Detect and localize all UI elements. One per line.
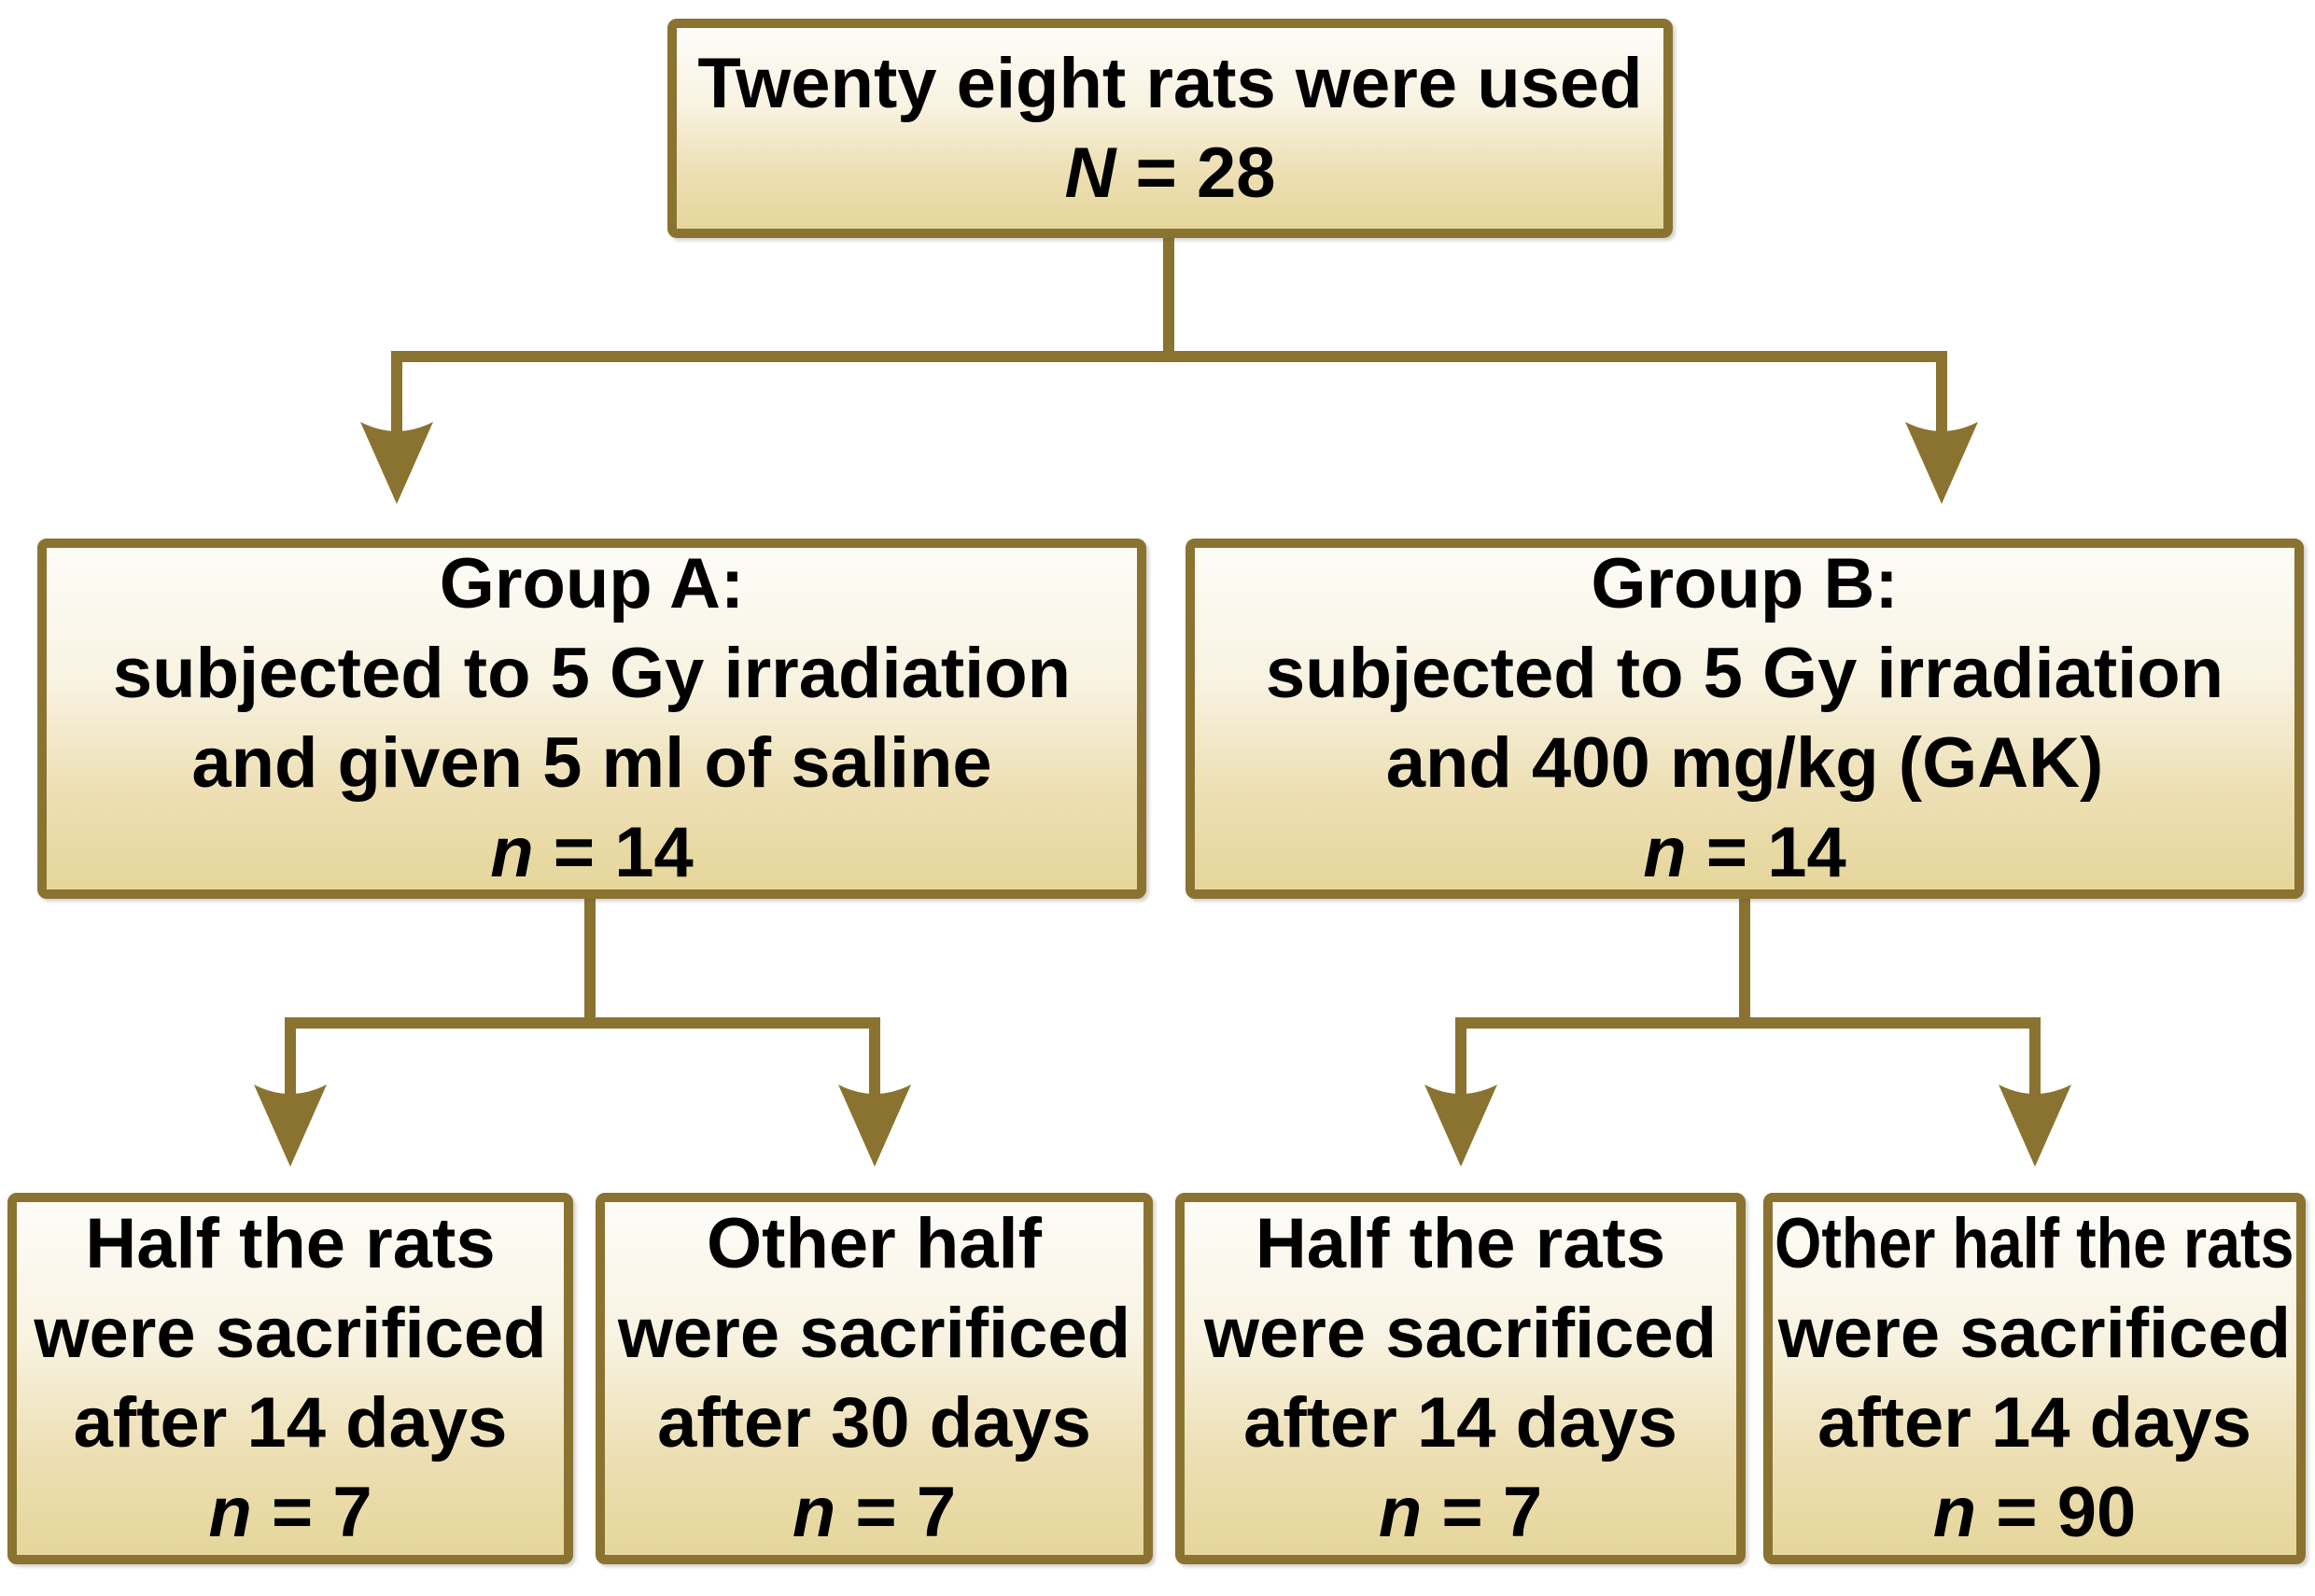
leaf-count: n = 90 [1933,1468,2137,1558]
connector-a-bar [285,1017,880,1029]
leaf-box-a-30-days: Other half were sacrificed after 30 days… [596,1193,1153,1564]
arrowhead-to-leaf-4-icon [1999,1085,2071,1167]
leaf-count-symbol: n [792,1473,836,1552]
leaf-count: n = 7 [208,1468,372,1558]
root-box-text: Twenty eight rats were used [697,43,1643,123]
leaf-count-value: = 7 [835,1473,957,1552]
group-a-line2: subjected to 5 Gy irradiation [112,634,1072,713]
connector-b-drop-right [2029,1017,2041,1111]
group-b-line2: subjected to 5 Gy irradiation [1265,634,2224,713]
connector-root-drop-left [391,351,402,448]
leaf-line: were sacrificed [34,1294,547,1373]
connector-b-bar [1455,1017,2041,1029]
arrowhead-to-group-b-icon [1905,422,1978,504]
group-b-count: n = 14 [1643,808,1846,898]
leaf-line: were sacrificed [1203,1294,1718,1373]
group-a-line3: and given 5 ml of saline [191,723,992,803]
group-a-box: Group A: subjected to 5 Gy irradiation a… [37,539,1146,899]
root-box-count: N = 28 [1064,129,1275,218]
root-box-total-rats: Twenty eight rats were used N = 28 [667,19,1673,238]
connector-a-stem [584,892,596,1025]
connector-b-stem [1739,892,1750,1025]
leaf-count: n = 7 [793,1468,956,1558]
root-count-symbol: N [1064,133,1116,213]
leaf-count-value: = 7 [251,1473,372,1552]
arrowhead-to-leaf-3-icon [1424,1085,1497,1167]
arrowhead-to-leaf-2-icon [838,1085,911,1167]
arrowhead-to-leaf-1-icon [254,1085,327,1167]
arrowhead-to-group-a-icon [360,422,433,504]
connector-root-drop-right [1936,351,1947,448]
connector-b-drop-left [1455,1017,1466,1111]
group-a-count: n = 14 [490,808,694,898]
root-count-value: = 28 [1115,133,1276,213]
leaf-count-symbol: n [1378,1473,1423,1552]
leaf-count: n = 7 [1379,1468,1542,1558]
group-a-count-symbol: n [490,813,534,892]
leaf-line: after 14 days [1817,1383,2252,1463]
leaf-box-b-14-days: Half the rats were sacrificed after 14 d… [1175,1193,1746,1564]
group-b-count-value: = 14 [1686,813,1846,892]
group-b-count-symbol: n [1643,813,1687,892]
leaf-line: Other half [707,1204,1042,1283]
leaf-line: after 30 days [657,1383,1091,1463]
group-b-box: Group B: subjected to 5 Gy irradiation a… [1186,539,2304,899]
connector-a-drop-left [285,1017,296,1111]
leaf-count-value: = 7 [1422,1473,1543,1552]
connector-root-stem [1163,231,1174,358]
leaf-line: were sacrificed [617,1294,1131,1373]
leaf-line-text: Other half the rats [1775,1204,2294,1283]
leaf-line: Other half the rats [1729,1199,2315,1289]
group-a-title: Group A: [439,544,745,623]
connector-a-drop-right [869,1017,880,1111]
leaf-line: were sacrificed [1777,1294,2292,1373]
leaf-line: Half the rats [1255,1204,1666,1283]
leaf-box-b-other-half: Other half the rats were sacrificed afte… [1763,1193,2306,1564]
group-b-title: Group B: [1591,544,1899,623]
group-b-line3: and 400 mg/kg (GAK) [1385,723,2104,803]
leaf-count-symbol: n [208,1473,252,1552]
leaf-count-value: = 90 [1976,1473,2137,1552]
leaf-line: after 14 days [73,1383,508,1463]
leaf-count-symbol: n [1932,1473,1977,1552]
group-a-count-value: = 14 [533,813,694,892]
connector-root-bar [391,351,1947,362]
leaf-box-a-14-days: Half the rats were sacrificed after 14 d… [7,1193,573,1564]
leaf-line: after 14 days [1243,1383,1677,1463]
leaf-line: Half the rats [85,1204,496,1283]
